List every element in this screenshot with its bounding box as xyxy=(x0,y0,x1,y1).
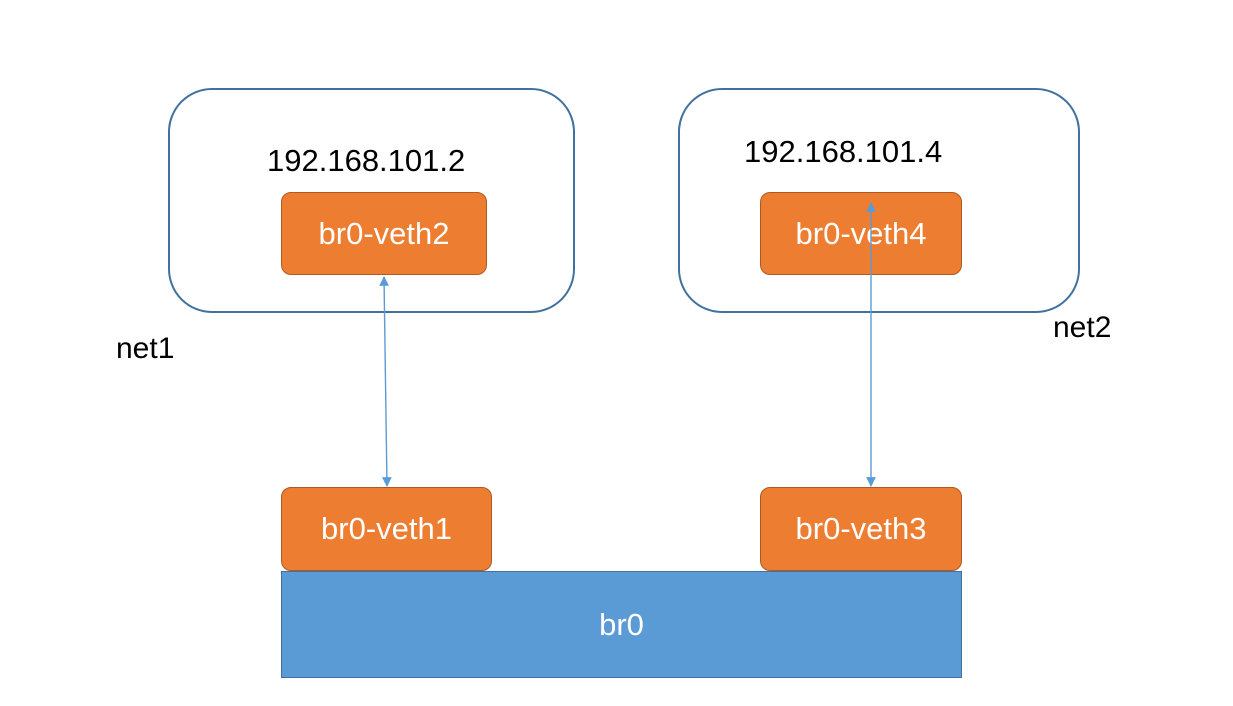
veth-br0-veth2[interactable]: br0-veth2 xyxy=(281,192,487,275)
net1-ip-address: 192.168.101.2 xyxy=(267,143,466,178)
net2-ip-address: 192.168.101.4 xyxy=(744,134,943,169)
net1-label: net1 xyxy=(116,332,175,365)
veth-br0-veth4[interactable]: br0-veth4 xyxy=(760,192,962,275)
veth-br0-veth1[interactable]: br0-veth1 xyxy=(281,487,492,571)
veth-br0-veth3[interactable]: br0-veth3 xyxy=(760,487,962,571)
bridge-br0[interactable]: br0 xyxy=(281,571,962,678)
net2-label: net2 xyxy=(1053,311,1112,344)
